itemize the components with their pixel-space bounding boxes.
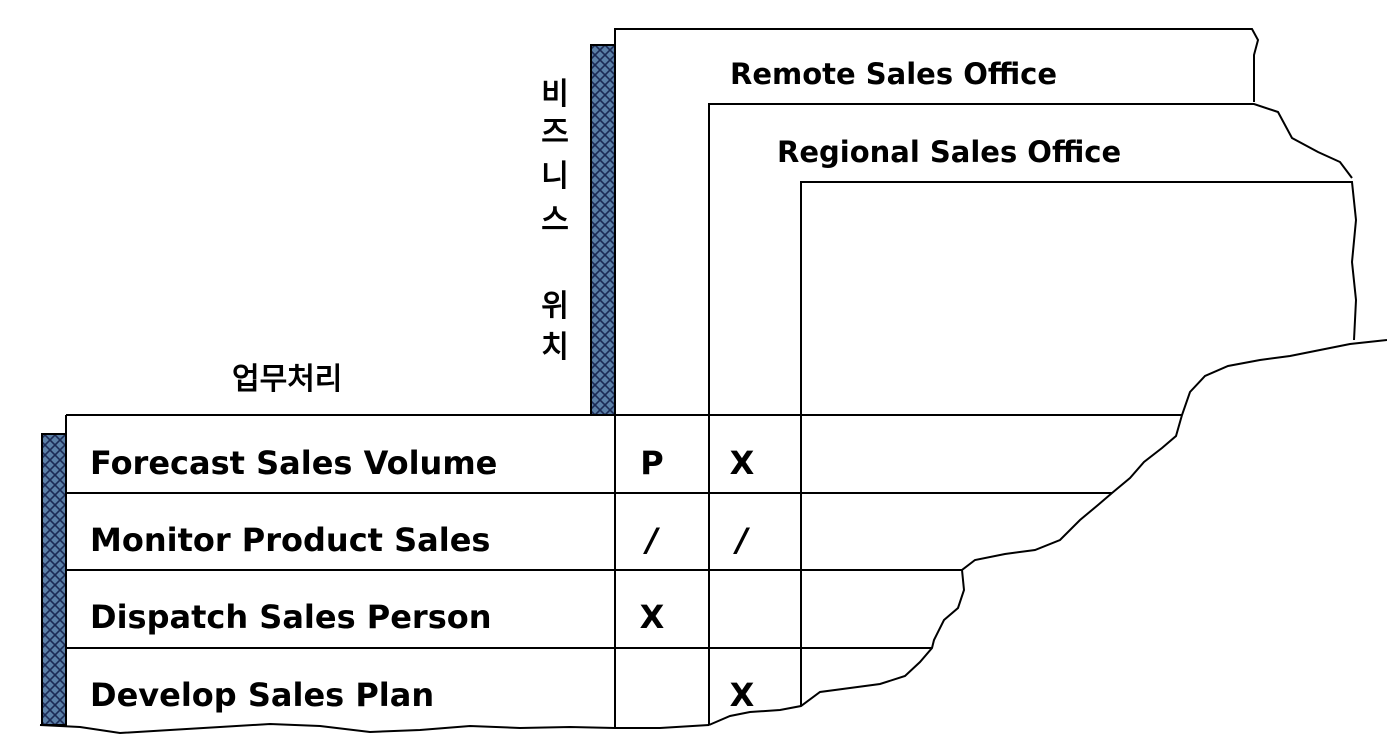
vertical-axis-title-char-3: 니	[541, 159, 569, 194]
torn-bottom-edge	[39, 722, 710, 735]
column-header-regional: Regional Sales Office	[777, 135, 1122, 169]
column-header-remote: Remote Sales Office	[730, 57, 1058, 91]
process-label-1: Forecast Sales Volume	[90, 444, 498, 482]
vertical-axis-bar	[590, 44, 616, 416]
cell-r1-remote: P	[640, 444, 664, 482]
vertical-axis-title-char-5: 위	[541, 289, 569, 324]
regional-column-frame	[708, 103, 1353, 725]
process-label-3: Dispatch Sales Person	[90, 598, 492, 636]
cell-r1-regional: X	[729, 444, 755, 482]
vertical-axis-title-char-6: 치	[541, 330, 569, 365]
inner-column-frame	[800, 181, 1358, 706]
remote-column-frame	[614, 28, 1260, 415]
torn-edge	[708, 339, 1387, 726]
cell-r4-regional: X	[729, 676, 755, 714]
process-label-4: Develop Sales Plan	[90, 676, 435, 714]
vertical-axis-title-char-2: 즈	[541, 115, 569, 150]
cell-r3-remote: X	[639, 598, 665, 636]
cell-r2-regional: /	[736, 521, 748, 559]
horizontal-axis-bar	[41, 433, 67, 726]
horizontal-axis-title: 업무처리	[232, 362, 343, 397]
vertical-axis-title-char-1: 비	[541, 77, 569, 112]
vertical-axis-title-char-4: 스	[541, 203, 569, 238]
process-label-2: Monitor Product Sales	[90, 521, 491, 559]
cell-r2-remote: /	[646, 521, 658, 559]
